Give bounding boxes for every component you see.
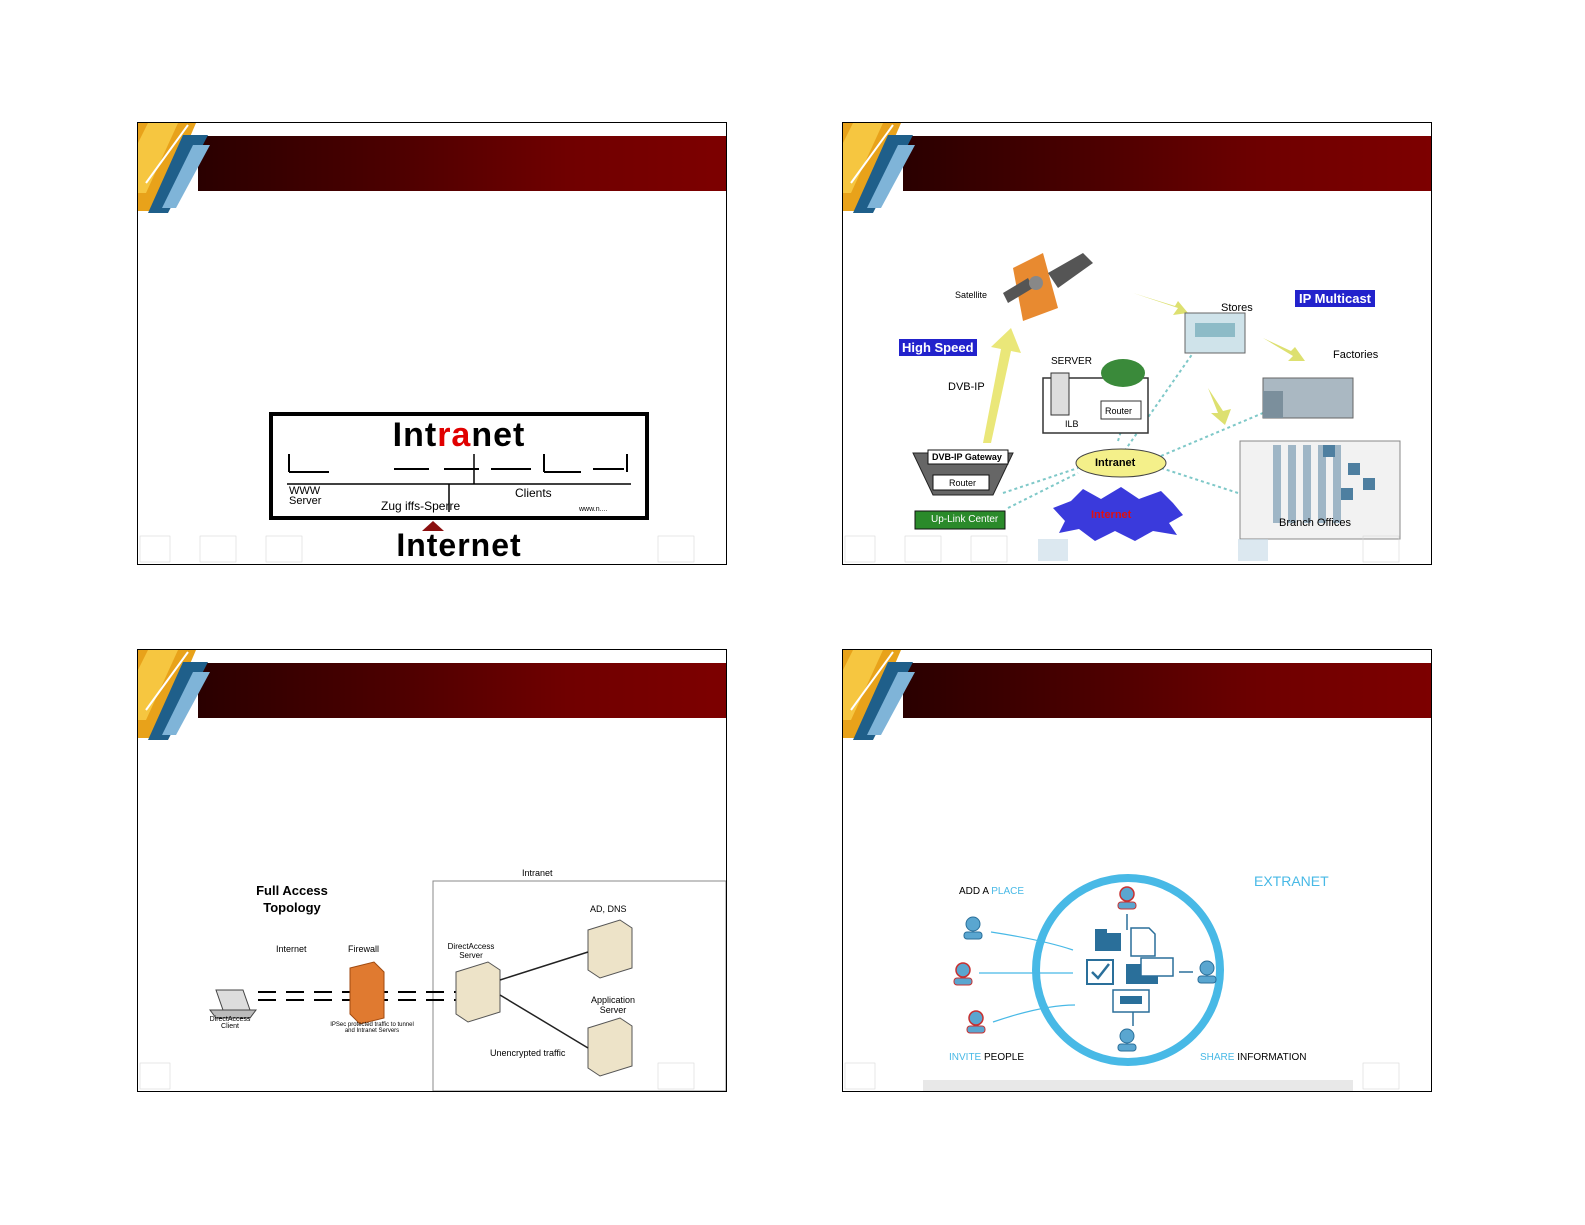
internet-label: Internet <box>396 527 522 563</box>
lb-label: ILB <box>1065 419 1079 429</box>
slide-network-topology: Satellite High Speed DVB-IP SERVER Route… <box>842 122 1432 565</box>
topology-diagram <box>844 253 1401 563</box>
slide-directaccess: Full Access Topology Intranet Internet F… <box>137 649 727 1092</box>
corner-decoration <box>138 650 210 740</box>
title-bar <box>198 663 726 718</box>
intranet-label: Intranet <box>1095 457 1136 469</box>
arrow-up-icon <box>422 521 444 531</box>
client-label: DirectAccess Client <box>209 1016 251 1030</box>
laptop-icon <box>209 989 257 1019</box>
document-icon <box>1130 927 1156 957</box>
folder-icon <box>1095 929 1121 951</box>
slide-intranet: Intranet www.n.... WWW Server Clients Zu… <box>137 122 727 565</box>
directaccess-server-label: DirectAccess Server <box>447 942 495 960</box>
firewall-label: Firewall <box>348 944 380 954</box>
title-bar <box>903 136 1431 191</box>
topology-title: Full Access Topology <box>256 883 328 915</box>
unencrypted-label: Unencrypted traffic <box>490 1048 566 1058</box>
router-label: Router <box>1105 406 1133 416</box>
access-topology-diagram <box>139 880 726 1091</box>
application-server-label: Application Server <box>590 995 636 1015</box>
gateway-label: DVB-IP Gateway <box>932 452 1002 462</box>
uplink-arrow <box>961 328 1021 443</box>
www-server-label: WWW Server <box>289 485 322 507</box>
person-icon <box>1117 1028 1137 1052</box>
title-bar <box>903 663 1431 718</box>
factories-label: Factories <box>1333 349 1379 361</box>
ip-multicast-label: IP Multicast <box>1295 290 1376 307</box>
invite-people-label: INVITE PEOPLE <box>949 1052 1025 1063</box>
uplink-label: Up-Link Center <box>931 514 999 525</box>
intranet-box-label: Intranet <box>522 868 553 878</box>
stores-label: Stores <box>1221 302 1253 314</box>
share-information-label: SHARE INFORMATION <box>1200 1052 1307 1063</box>
add-a-place-label: ADD A PLACE <box>959 886 1025 897</box>
chat-icon <box>1126 957 1174 984</box>
uplink-center-icon <box>912 449 1014 530</box>
dvb-ip-label: DVB-IP <box>948 381 985 393</box>
application-server-icon <box>587 1017 633 1077</box>
server-label: SERVER <box>1051 356 1092 367</box>
intranet-diagram: Intranet www.n.... WWW Server Clients Zu… <box>269 412 649 520</box>
presentation-icon <box>1112 989 1150 1013</box>
gateway-router-label: Router <box>949 478 977 488</box>
server-rack-icon <box>1042 359 1149 434</box>
firewall-label: Zug iffs-Sperre <box>381 499 461 513</box>
internet-label: Internet <box>276 944 307 954</box>
title-bar <box>198 136 726 191</box>
checklist-icon <box>1086 959 1114 985</box>
ipsec-note-label: IPSec protected traffic to tunnel and In… <box>330 1022 414 1034</box>
ad-dns-label: AD, DNS <box>590 904 627 914</box>
clients-label: Clients <box>515 486 552 500</box>
extranet-diagram <box>844 874 1400 1091</box>
high-speed-label: High Speed <box>899 339 977 356</box>
corner-decoration <box>843 650 915 740</box>
person-icon <box>963 916 983 940</box>
satellite-icon <box>1003 253 1093 321</box>
ad-dns-server-icon <box>587 919 633 979</box>
internet-burst <box>1053 487 1183 541</box>
stores-icon <box>1184 312 1246 354</box>
extranet-circle <box>1032 874 1224 1066</box>
corner-decoration <box>843 123 915 213</box>
factories-icon <box>1262 377 1354 419</box>
person-icon-red <box>966 1010 986 1034</box>
slide-extranet: ADD A PLACE EXTRANET INVITE PEOPLE SHARE… <box>842 649 1432 1092</box>
svg-text:www.n....: www.n.... <box>578 506 607 513</box>
branch-offices-icon <box>1239 440 1401 540</box>
intranet-node <box>1075 448 1167 478</box>
branch-offices-label: Branch Offices <box>1279 517 1351 529</box>
corner-decoration <box>138 123 210 213</box>
firewall-icon <box>349 961 385 1025</box>
intranet-title: Intranet <box>392 416 526 454</box>
network-lines: www.n.... <box>287 454 631 513</box>
footer-grid <box>139 535 695 563</box>
extranet-label: EXTRANET <box>1254 873 1329 889</box>
internet-burst-label: Internet <box>1091 509 1132 521</box>
person-icon-red <box>1117 886 1137 910</box>
satellite-label: Satellite <box>955 290 988 300</box>
directaccess-server-icon <box>455 961 501 1023</box>
person-icon <box>1197 960 1217 984</box>
person-icon-red <box>953 962 973 986</box>
